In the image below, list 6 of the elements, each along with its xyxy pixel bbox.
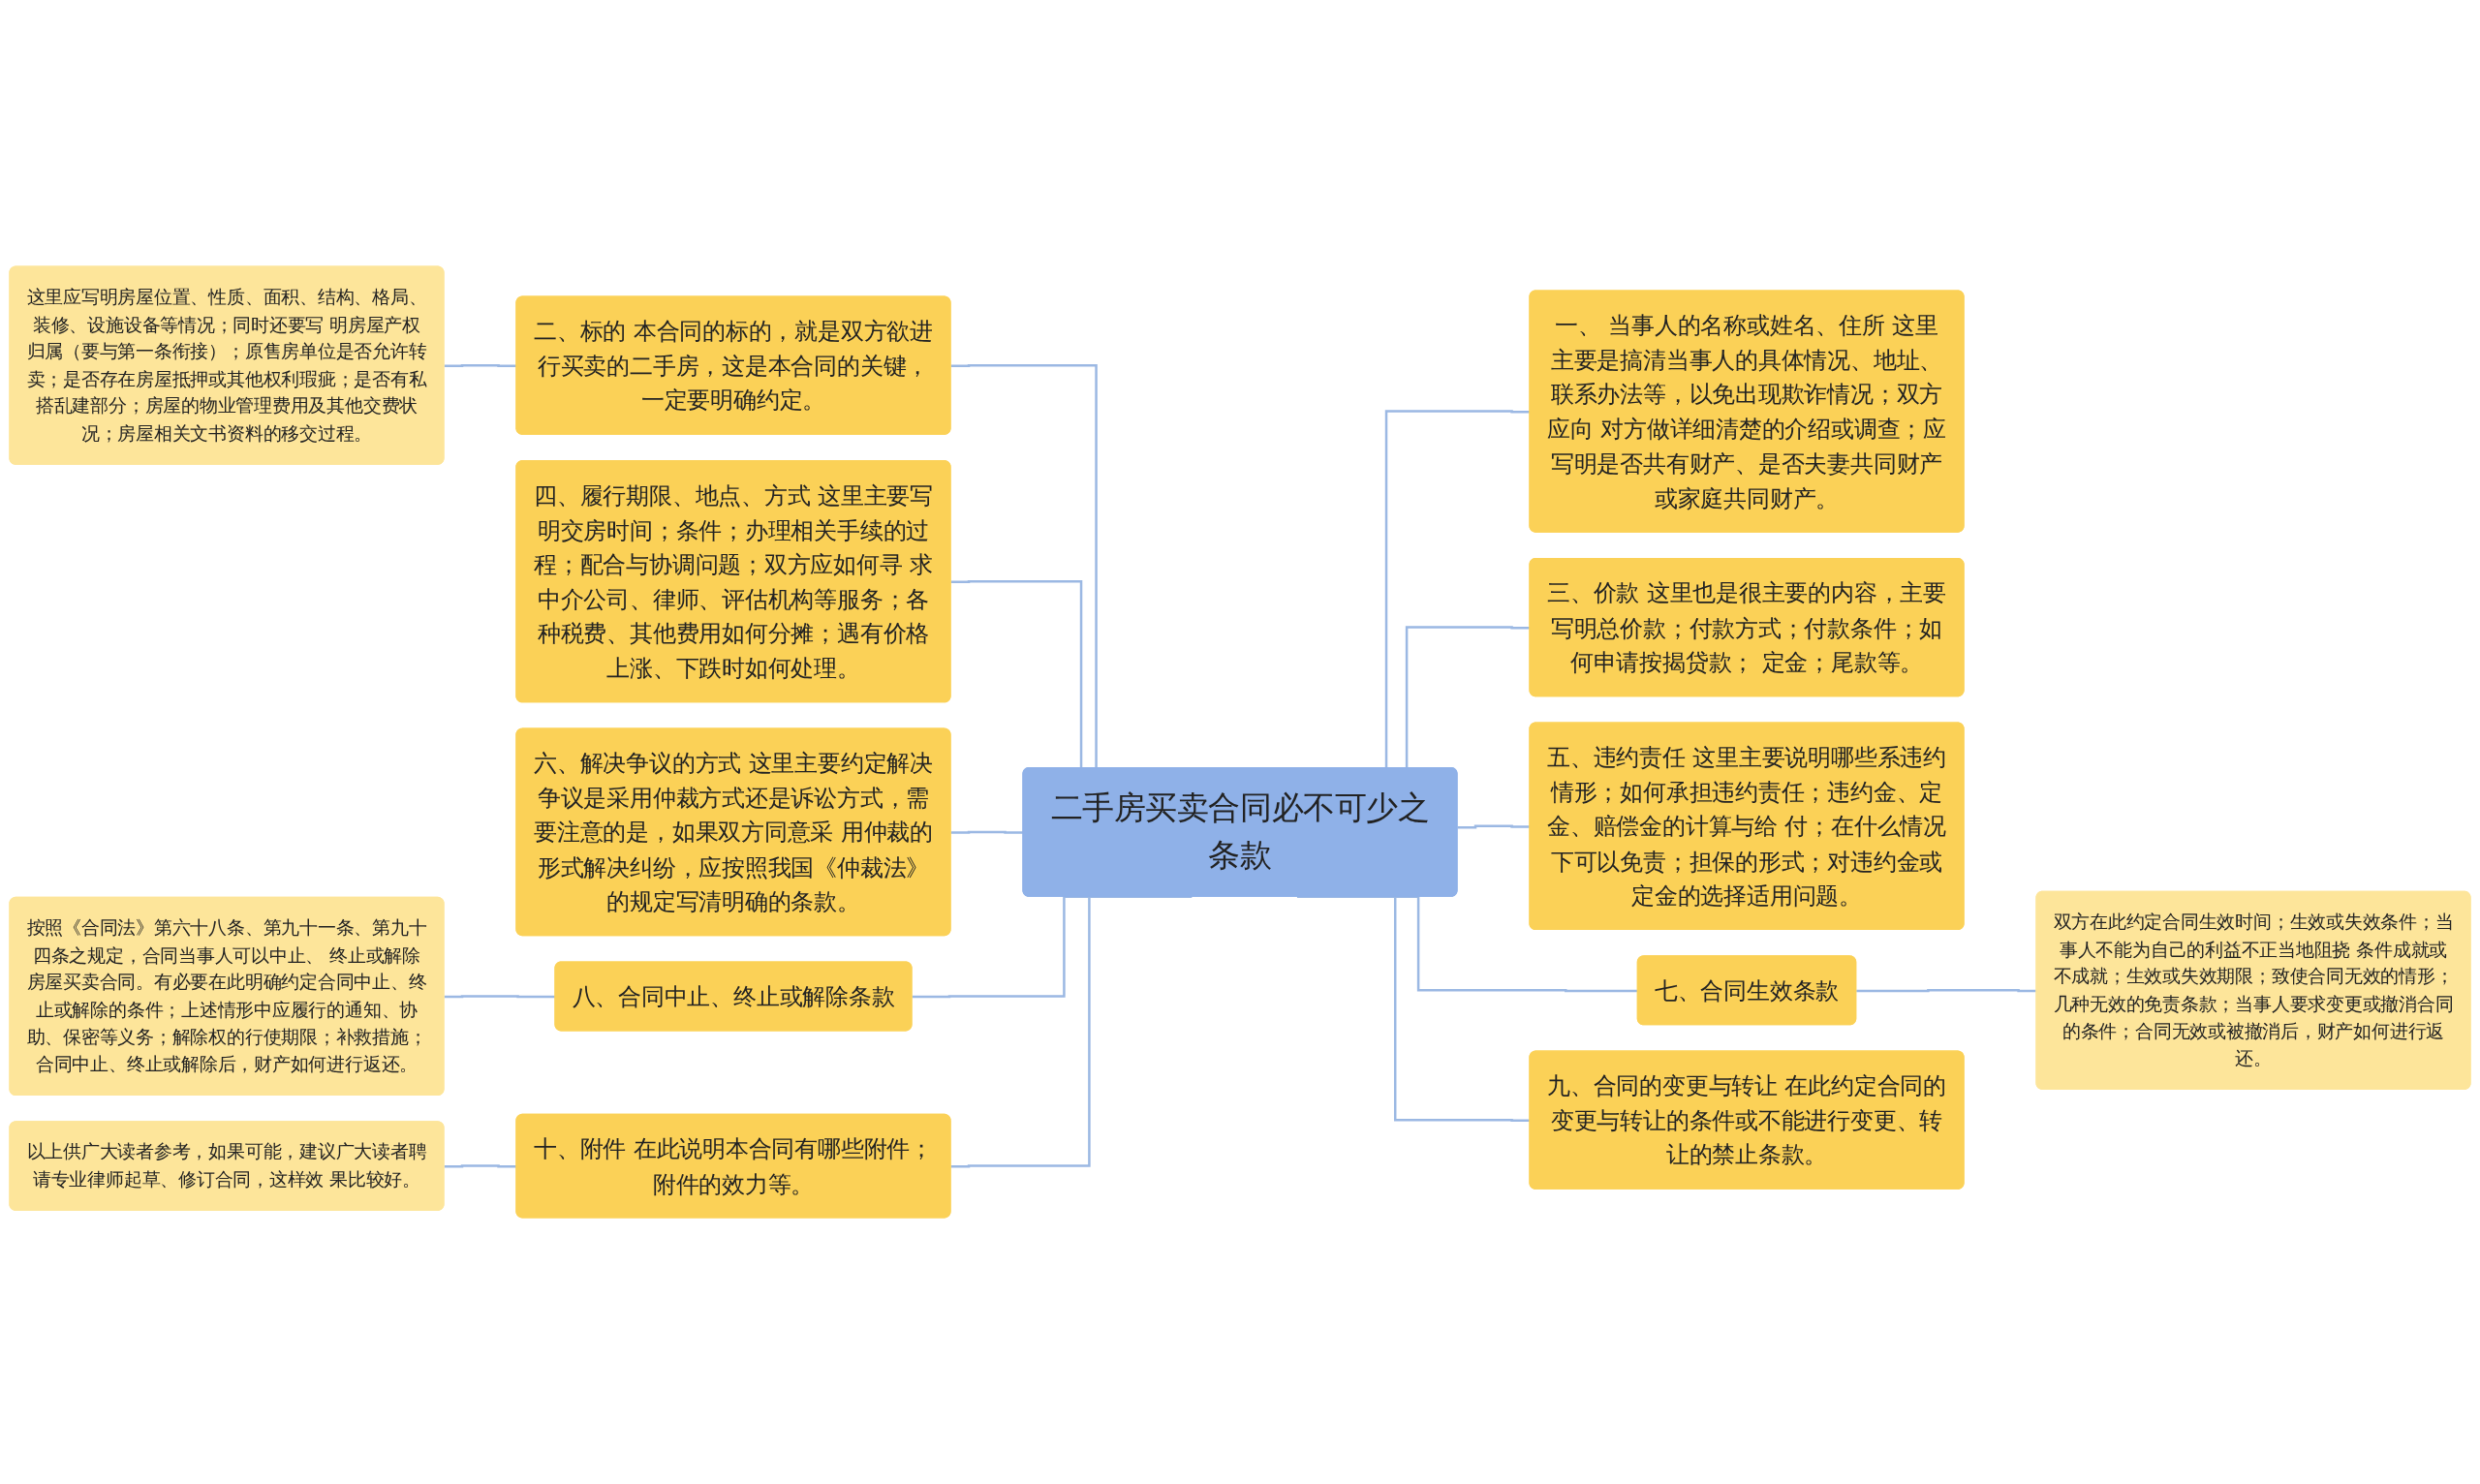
connector [1856, 989, 2037, 993]
connector [444, 363, 517, 368]
connector [1457, 824, 1531, 829]
connector [444, 995, 556, 999]
connector [950, 830, 1024, 834]
connector [444, 1164, 517, 1168]
